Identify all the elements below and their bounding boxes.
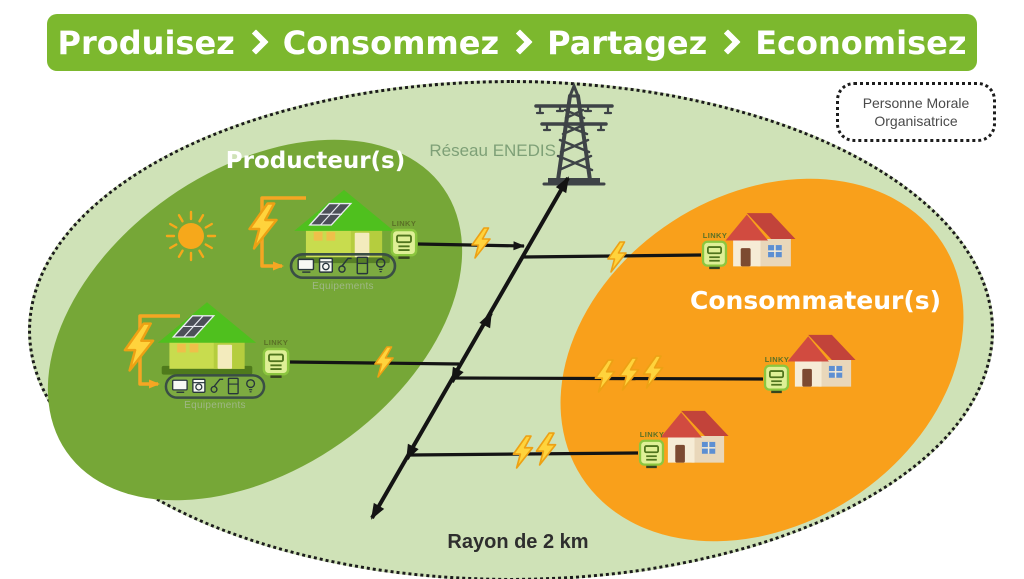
radius-label: Rayon de 2 km xyxy=(447,531,589,553)
equipment-label: Equipements xyxy=(184,400,246,411)
banner-step-produce: Produisez xyxy=(57,23,235,62)
linky-meter-label: LINKY xyxy=(764,355,790,364)
enedis-network-label: Réseau ENEDIS xyxy=(429,141,556,160)
organizer-callout: Personne Morale Organisatrice xyxy=(836,82,996,143)
chevron-right-icon xyxy=(507,28,533,55)
chevron-right-icon xyxy=(243,28,269,55)
linky-meter-label: LINKY xyxy=(263,338,289,347)
consumer-zone-title: Consommateur(s) xyxy=(690,286,942,315)
linky-meter-label: LINKY xyxy=(702,231,728,240)
linky-meter-label: LINKY xyxy=(639,430,665,439)
banner: Produisez Consommez Partagez Economisez xyxy=(47,14,977,71)
producer-zone-title: Producteur(s) xyxy=(225,148,406,174)
linky-meter-label: LINKY xyxy=(391,219,417,228)
banner-step-save: Economisez xyxy=(755,23,967,62)
chevron-right-icon xyxy=(715,28,741,55)
equipment-label: Equipements xyxy=(312,281,374,292)
banner-step-share: Partagez xyxy=(547,23,708,62)
banner-step-consume: Consommez xyxy=(282,23,500,62)
